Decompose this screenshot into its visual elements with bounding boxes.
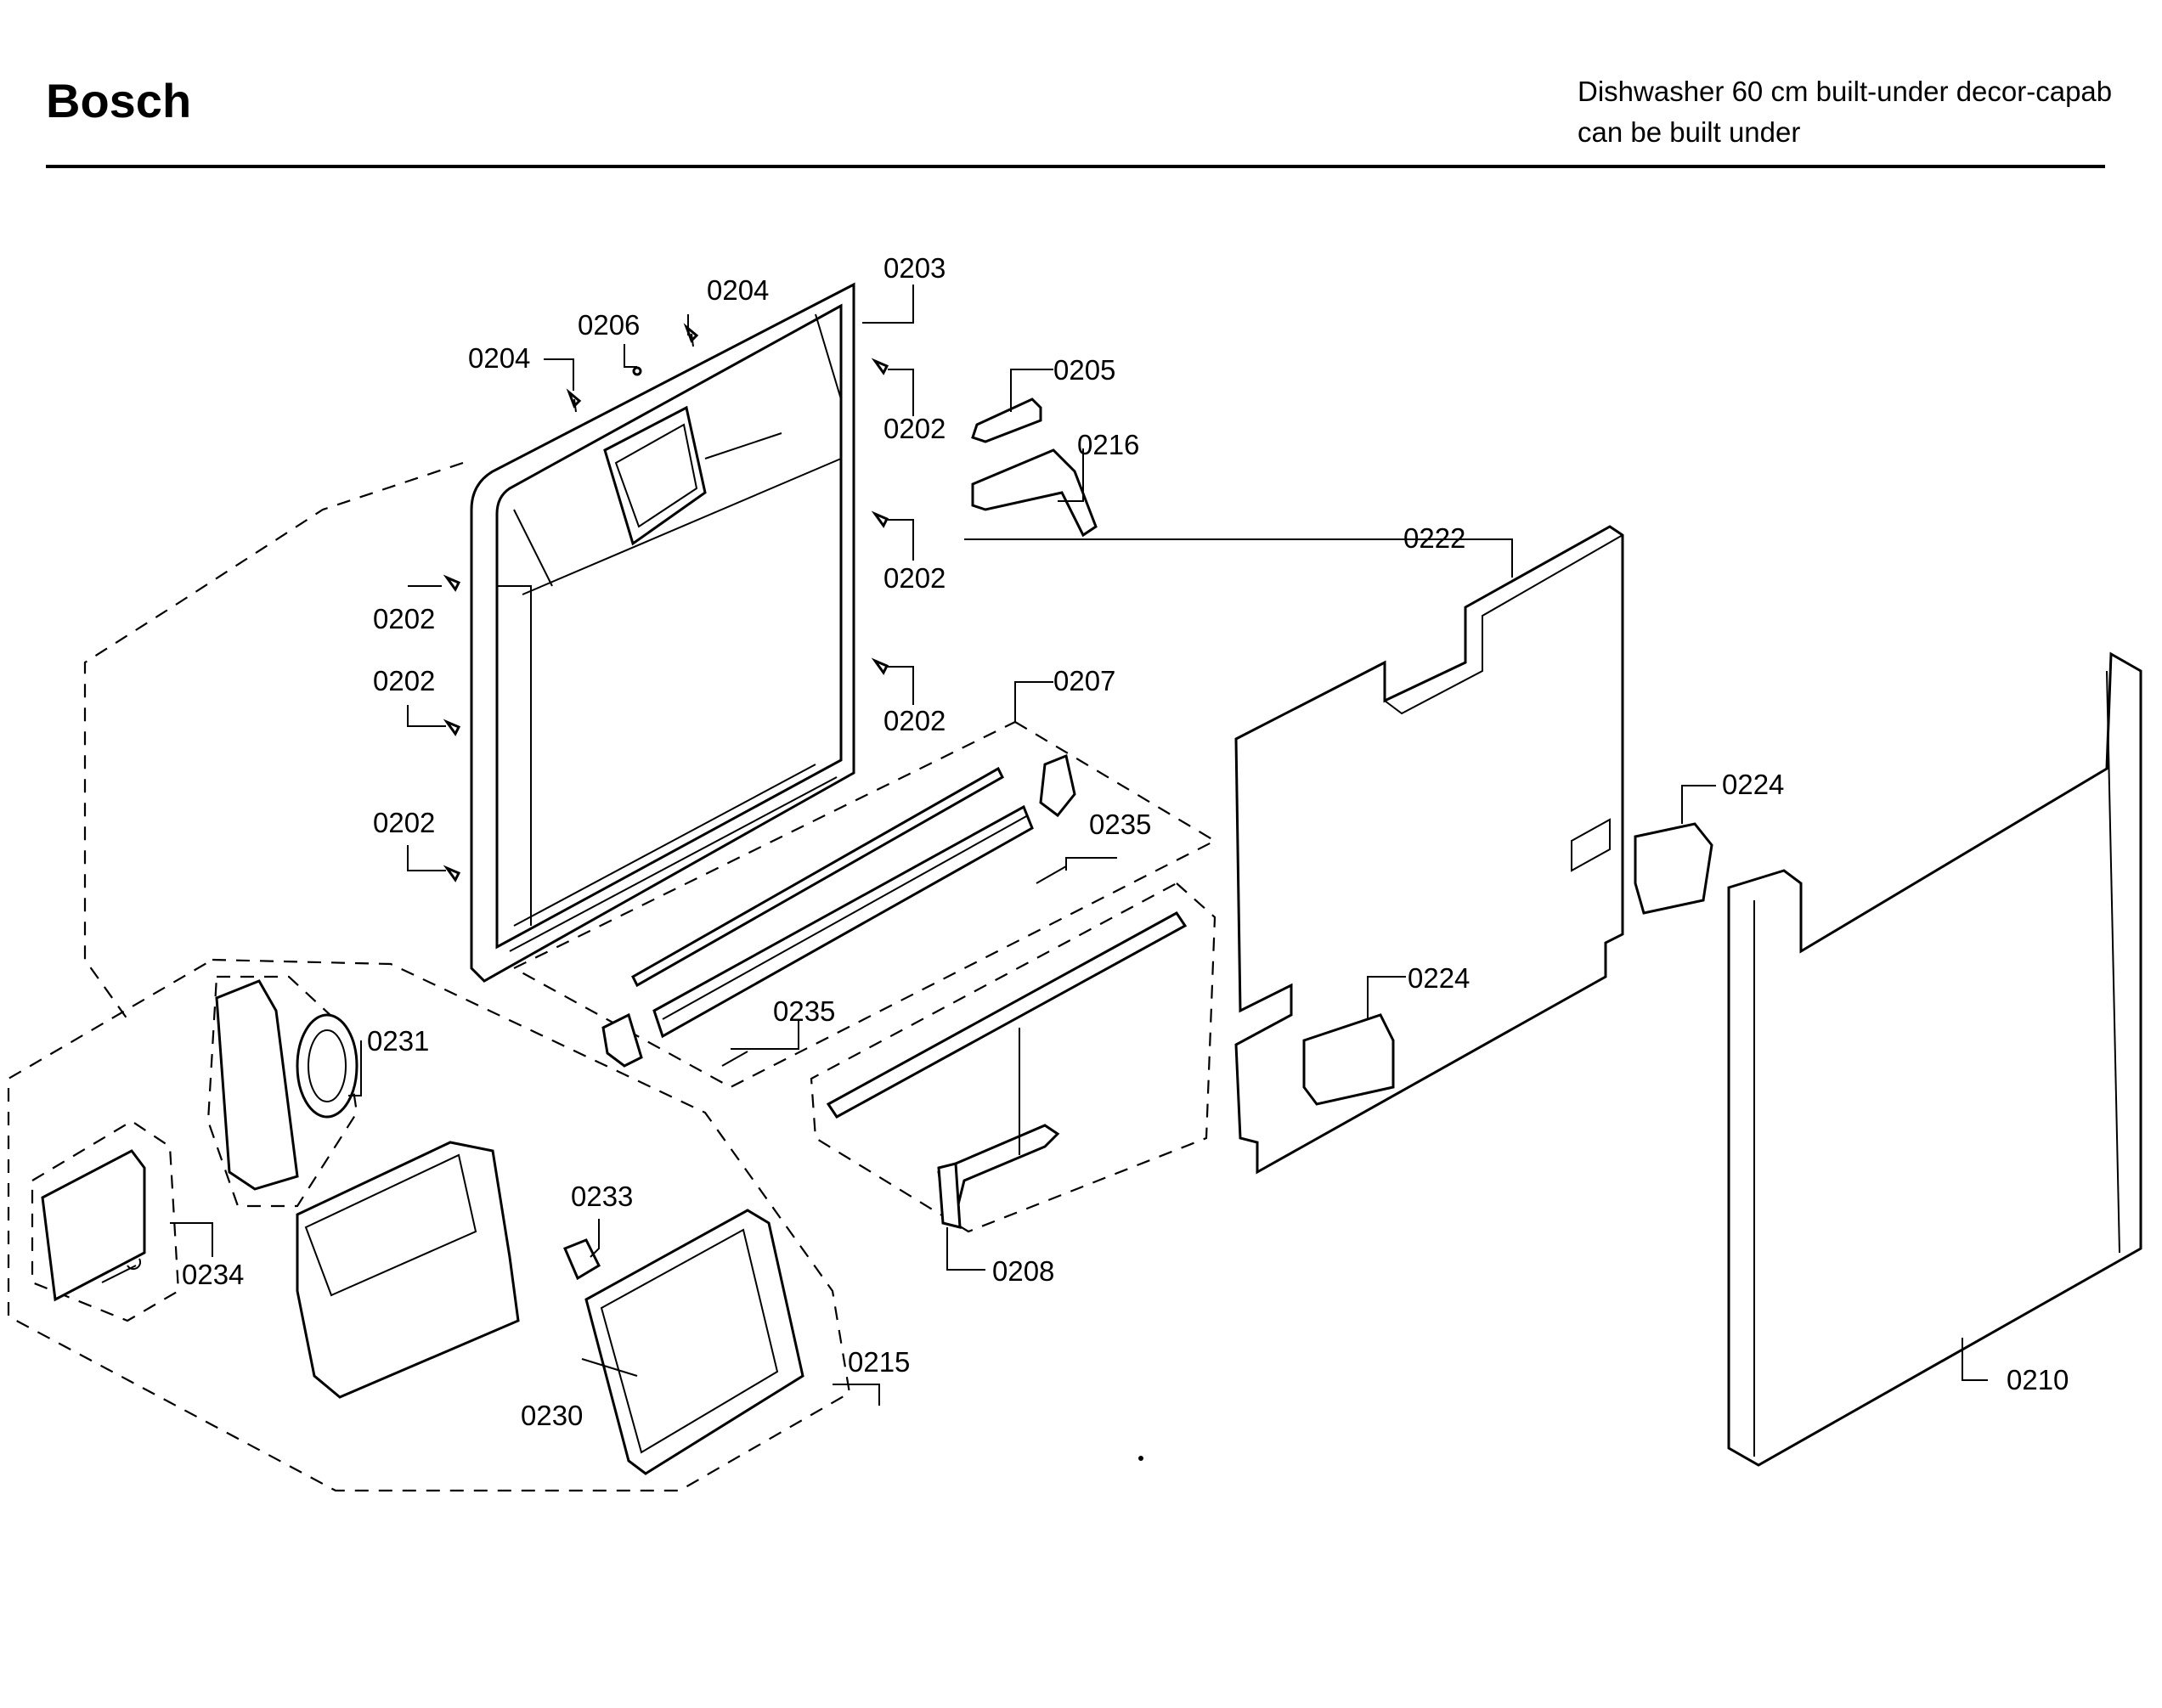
- label-0208: 0208: [992, 1255, 1054, 1287]
- group-outline-door-assembly: [83, 461, 464, 1020]
- label-0231: 0231: [367, 1025, 429, 1057]
- label-0224-a: 0224: [1722, 769, 1784, 800]
- group-outline-0207: [511, 720, 1217, 1089]
- lower-door-seal-rails: [601, 753, 1076, 1068]
- light-housing: [215, 979, 299, 1191]
- group-outline-0231: [206, 975, 358, 1208]
- door-hinge-bracket: [971, 397, 1042, 443]
- label-0205: 0205: [1053, 354, 1115, 386]
- panel-clip-lower: [1302, 1013, 1395, 1106]
- label-0202-r3: 0202: [883, 705, 946, 736]
- module-seal-frame: [584, 1209, 804, 1475]
- label-0202-r2: 0202: [883, 562, 946, 594]
- label-0234: 0234: [182, 1259, 244, 1290]
- label-0207: 0207: [1053, 665, 1115, 696]
- stray-dot: [1138, 1456, 1143, 1461]
- label-0203: 0203: [883, 252, 946, 284]
- brand-name: Bosch: [46, 74, 192, 127]
- label-0202-r1: 0202: [883, 413, 946, 444]
- diagram-title: Dishwasher 60 cm built-under decor-capab…: [1578, 71, 2112, 153]
- header-divider: [46, 165, 2105, 168]
- diagram-title-line2: can be built under: [1578, 116, 1801, 148]
- label-0204-a: 0204: [707, 274, 769, 306]
- group-outline-0208: [810, 882, 1216, 1233]
- outer-door-panel: [1727, 651, 2142, 1467]
- screw-set: [443, 323, 889, 882]
- label-0233: 0233: [571, 1181, 633, 1212]
- light-gasket: [296, 1013, 358, 1119]
- diagram-title-line1: Dishwasher 60 cm built-under decor-capab: [1578, 76, 2113, 107]
- label-0222: 0222: [1403, 522, 1465, 554]
- label-0204-b: 0204: [468, 342, 530, 374]
- label-0215: 0215: [848, 1346, 910, 1378]
- label-0235-b: 0235: [773, 995, 835, 1027]
- door-latch-lever: [971, 448, 1098, 538]
- door-hinge-rail: [826, 911, 1188, 1229]
- panel-clip-upper: [1634, 822, 1713, 915]
- label-0202-l3: 0202: [373, 807, 435, 838]
- inner-door-frame: [470, 282, 855, 983]
- label-0202-l1: 0202: [373, 603, 435, 634]
- door-insulation-panel: [1234, 525, 1624, 1175]
- label-0202-l2: 0202: [373, 665, 435, 696]
- small-switch: [563, 1238, 601, 1281]
- control-module-plate: [41, 1149, 146, 1302]
- label-0230: 0230: [521, 1400, 583, 1431]
- label-0210: 0210: [2007, 1364, 2069, 1395]
- label-0235-a: 0235: [1089, 809, 1151, 840]
- leader-lines: [170, 285, 1988, 1406]
- control-module-housing: [296, 1141, 520, 1399]
- label-0216: 0216: [1077, 429, 1139, 460]
- label-0224-b: 0224: [1408, 962, 1470, 994]
- label-0206: 0206: [578, 309, 640, 341]
